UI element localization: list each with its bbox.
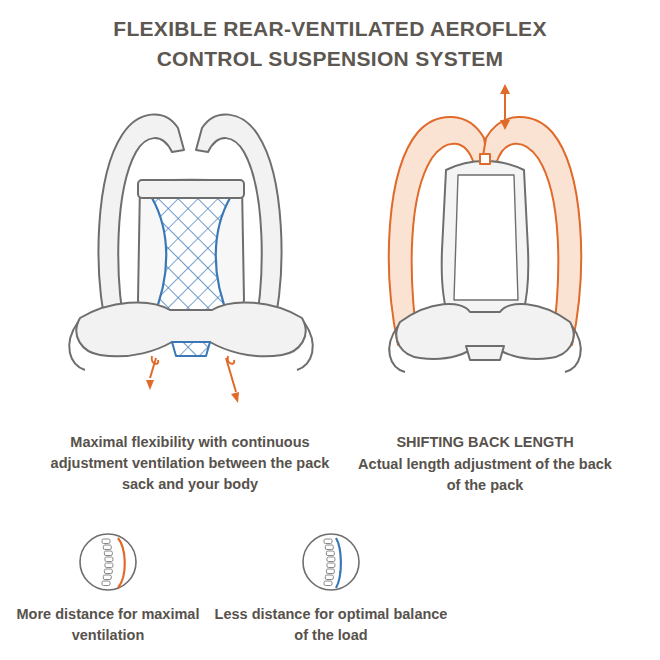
length-arrow [500,84,510,130]
vertebra [324,581,332,586]
vertebra [102,581,110,586]
spine-icon-near [303,534,359,590]
right-backpack [389,117,581,372]
caption-text: Maximal flexibility with continuous adju… [40,432,340,495]
vertebra [102,539,110,544]
vertebra [326,569,334,574]
left-backpack [69,114,313,370]
vertebra [325,575,333,580]
title: FLEXIBLE REAR-VENTILATED AEROFLEX CONTRO… [50,14,610,75]
vertebra [104,551,112,556]
vertebra [327,563,335,568]
caption-text: Actual length adjustment of the back of … [355,454,615,496]
spine-icon-far [80,534,136,590]
vertebra [326,551,334,556]
vertebra [105,557,113,562]
caption-heading: SHIFTING BACK LENGTH [355,432,615,453]
vertebra [324,539,332,544]
vertebra [103,545,111,550]
icon-caption: Less distance for optimal balance of the… [206,604,456,646]
vertebra [105,563,113,568]
icon-caption: More distance for maximal ventilation [8,604,208,646]
adjust-arrows [146,356,239,403]
vertebra [104,569,112,574]
vertebra [325,545,333,550]
vertebra [103,575,111,580]
vertebra [327,557,335,562]
